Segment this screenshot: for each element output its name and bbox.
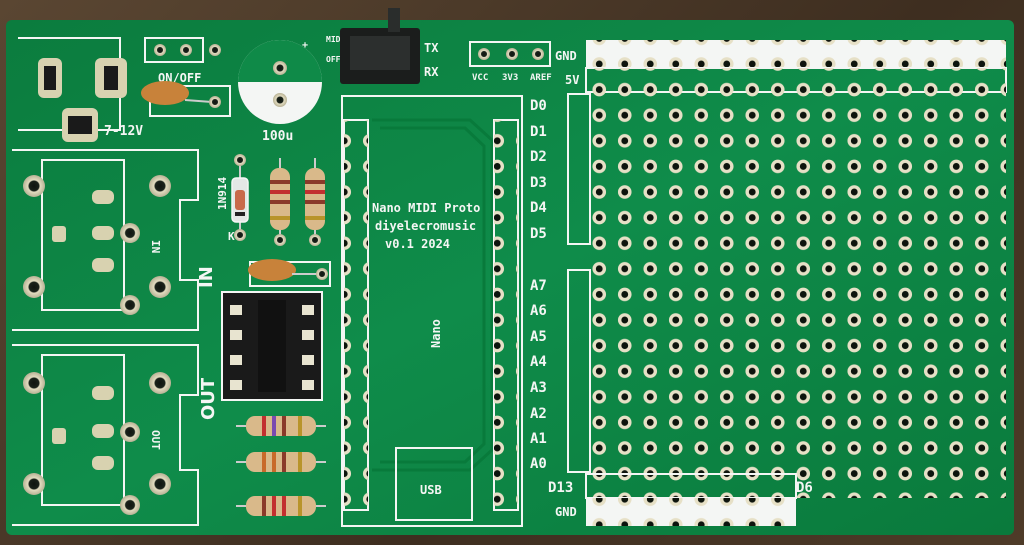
nano-footprint [341,95,523,527]
nano-left-header [343,119,369,511]
switch-side-label-1: MIDI [326,35,345,44]
power-input-label: 7-12V [104,124,143,139]
rail-label-5v: 5V [565,73,579,87]
svg-text:+: + [302,40,308,51]
pin-label: D4 [530,200,547,216]
bottom-label-gnd: GND [555,505,577,519]
pin-label: D0 [530,98,547,114]
capacitor-value: 100u [262,129,293,144]
pin-label: A0 [530,456,547,472]
diode-k-label: K [228,230,235,243]
pin-label: D1 [530,124,547,140]
pin-label: D5 [530,226,547,242]
diode-1n914 [231,154,249,241]
resistor-horizontal-1 [236,416,326,436]
pin-label: A1 [530,431,547,447]
board-title-line-3: v0.1 2024 [385,237,450,251]
resistor-horizontal-3 [236,496,326,516]
midi-out-socket-label: OUT [149,430,162,450]
digital-pin-labels: D0 D1 D2 D3 D4 D5 [530,98,547,242]
board-title-line-2: diyelecromusic [375,219,476,233]
prototype-grid [586,68,1006,498]
usb-footprint [395,447,473,521]
rail-label-gnd: GND [555,49,577,63]
usb-label: USB [420,483,442,497]
header-label-3v3: 3V3 [502,73,518,83]
pin-label: A7 [530,278,547,294]
ceramic-capacitor-2 [248,259,296,281]
bottom-gnd-rail [586,498,796,526]
switch-side-label-2: OFF [326,55,341,64]
ic-socket [221,291,323,401]
midi-in-socket: IN [12,149,199,331]
bottom-label-d13: D13 [548,480,573,496]
gnd-rail [586,40,1006,68]
board-title-line-1: Nano MIDI Proto [372,201,480,215]
pin-label: A5 [530,329,547,345]
midi-in-socket-label: IN [149,240,162,253]
header-label-vcc: VCC [472,73,488,83]
module-label: Nano [429,319,443,348]
ceramic-capacitor-1 [141,81,189,105]
midi-out-socket: OUT [12,344,199,526]
header-label-aref: AREF [530,73,552,83]
diode-label: 1N914 [216,177,229,210]
pin-label: A6 [530,303,547,319]
midi-out-label: OUT [198,377,219,420]
resistor-vertical-2 [305,158,325,246]
resistor-vertical-1 [270,158,290,246]
pin-label: A2 [530,406,547,422]
pin-label: D2 [530,149,547,165]
resistor-horizontal-2 [236,452,326,472]
bottom-label-d6: D6 [796,480,813,496]
nano-right-header [493,119,519,511]
pin-label: A3 [530,380,547,396]
pin-label: D3 [530,175,547,191]
pin-label: A4 [530,354,547,370]
analog-pin-labels: A7 A6 A5 A4 A3 A2 A1 A0 [530,278,547,472]
midi-in-label: IN [196,266,217,288]
rx-label: RX [424,65,439,79]
tx-label: TX [424,41,439,55]
